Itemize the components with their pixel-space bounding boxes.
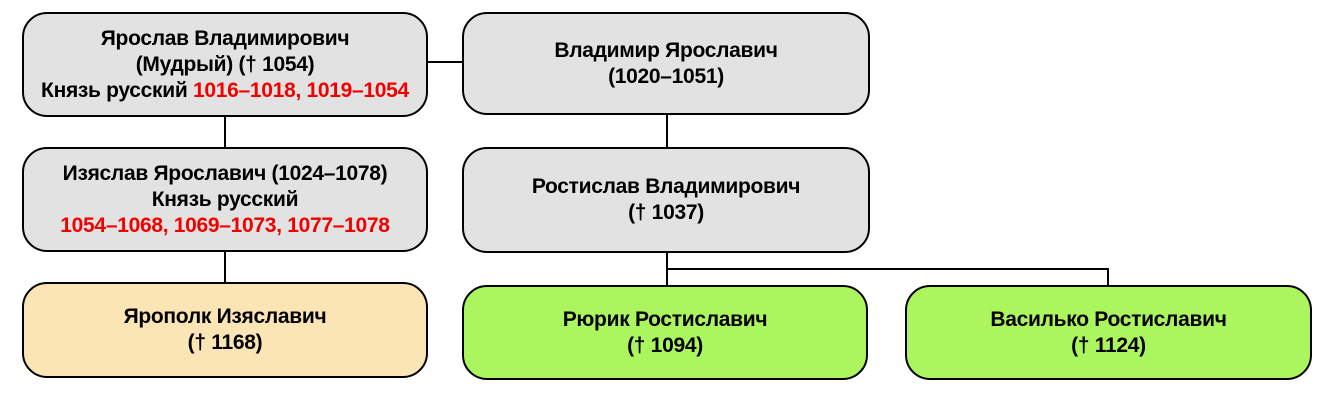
connector-rostislav-branch: [666, 268, 1109, 270]
person-dates: († 1168): [187, 331, 263, 354]
person-name: Рюрик Ростиславич: [562, 307, 768, 331]
person-title: Князь русский: [151, 187, 299, 211]
connector-yaroslav-izyaslav: [224, 117, 226, 147]
person-reign-line: Князь русский 1016–1018, 1019–1054: [41, 78, 409, 104]
person-reign-dates: 1016–1018, 1019–1054: [193, 78, 409, 102]
person-name: Изяслав Ярославич (1024–1078): [62, 161, 388, 185]
node-yaropolk-izyaslavich: Ярополк Изяславич († 1168): [22, 282, 428, 378]
person-dates: († 1094): [627, 333, 703, 357]
node-ryurik-rostislavich: Рюрик Ростиславич († 1094): [462, 285, 868, 380]
node-yaroslav-mudry: Ярослав Владимирович (Мудрый) († 1054) К…: [22, 12, 428, 117]
person-name: Ярослав Владимирович: [100, 26, 350, 50]
node-rostislav-vladimirovich: Ростислав Владимирович († 1037): [462, 147, 870, 253]
node-vasilko-rostislavich: Василько Ростиславич († 1124): [905, 285, 1312, 380]
connector-vladimir-rostislav: [666, 115, 668, 147]
person-name: Ярополк Изяславич: [123, 305, 327, 328]
person-title: Князь русский: [41, 78, 188, 102]
node-vladimir-yaroslavich: Владимир Ярославич (1020–1051): [462, 12, 870, 115]
person-dates: (Мудрый) († 1054): [135, 52, 315, 76]
person-name: Василько Ростиславич: [990, 307, 1227, 331]
person-reign-dates: 1054–1068, 1069–1073, 1077–1078: [60, 213, 390, 237]
person-name: Ростислав Владимирович: [531, 175, 801, 198]
person-dates: († 1037): [628, 201, 704, 224]
person-dates: († 1124): [1071, 333, 1146, 357]
person-dates: (1020–1051): [608, 64, 724, 88]
node-izyaslav-yaroslavich: Изяслав Ярославич (1024–1078) Князь русс…: [22, 147, 428, 252]
connector-izyaslav-yaropolk: [224, 252, 226, 282]
person-name: Владимир Ярославич: [554, 38, 778, 62]
connector-rostislav-vasilko: [1107, 268, 1109, 285]
connector-yaroslav-vladimir: [428, 61, 464, 63]
